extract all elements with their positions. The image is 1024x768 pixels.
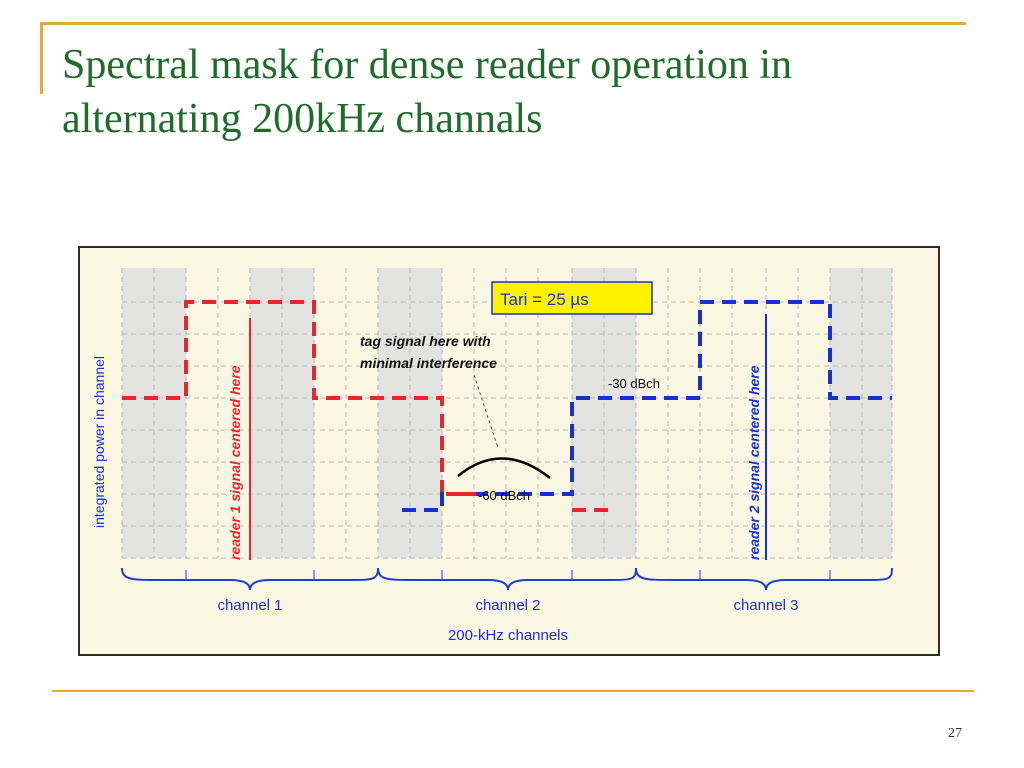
slide-title-line-1: Spectral mask for dense reader operation…	[62, 42, 793, 88]
top-accent-rule	[40, 22, 966, 25]
tag-pointer-line	[473, 374, 499, 449]
tag-signal-arc	[457, 457, 551, 479]
reader-1-mask-line	[122, 300, 612, 512]
channel-tick-marks	[185, 570, 831, 580]
channel-2-label: channel 2	[475, 597, 540, 614]
left-accent-rule	[40, 22, 43, 94]
spectral-mask-figure: Tari = 25 µs tag signal here with minima…	[78, 246, 940, 656]
level-minus30-label: -30 dBch	[608, 376, 660, 391]
tari-label: Tari = 25 µs	[500, 290, 589, 309]
channel-3-label: channel 3	[733, 597, 798, 614]
y-axis-label: integrated power in channel	[91, 356, 107, 528]
reader-2-mask-line	[402, 300, 892, 512]
reader-1-label: reader 1 signal centered here	[227, 365, 243, 560]
slide-title: Spectral mask for dense reader operation…	[62, 38, 962, 146]
channel-1-label: channel 1	[217, 597, 282, 614]
tari-box	[491, 281, 653, 315]
x-axis-label: 200-kHz channels	[448, 627, 568, 644]
spectral-mask-svg: Tari = 25 µs tag signal here with minima…	[91, 268, 893, 644]
channel-braces	[121, 567, 893, 591]
reader-2-label: reader 2 signal centered here	[746, 365, 762, 560]
level-minus60-label: -60 dBch	[478, 488, 530, 503]
tag-note-line-2: minimal interference	[360, 355, 497, 371]
footer-rule	[52, 690, 974, 692]
slide-title-line-2: alternating 200kHz channals	[62, 96, 543, 142]
tag-note-line-1: tag signal here with	[360, 333, 491, 349]
page-number: 27	[948, 726, 962, 741]
